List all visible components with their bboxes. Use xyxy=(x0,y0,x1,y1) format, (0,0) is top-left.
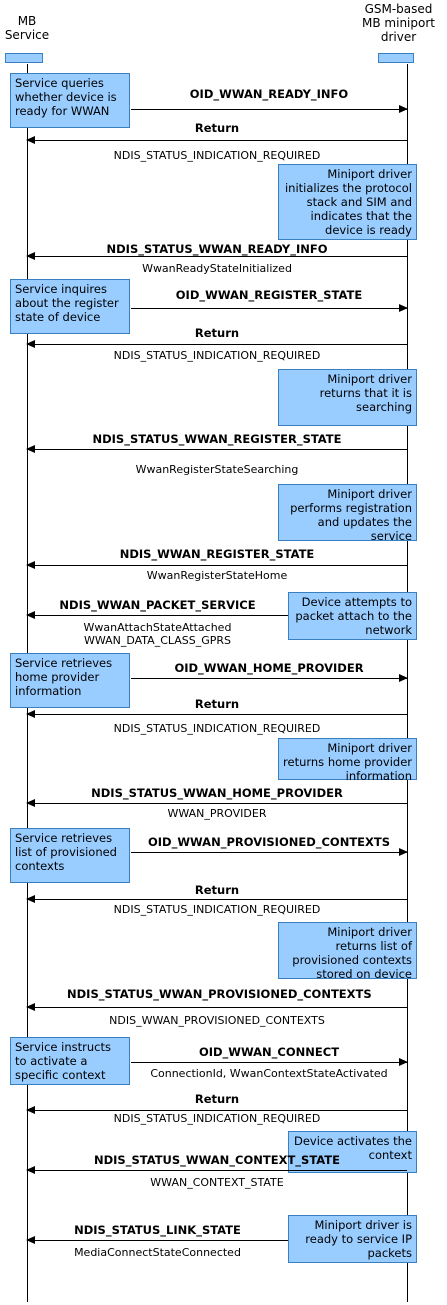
message-sub-7: WwanRegisterStateHome xyxy=(146,569,288,582)
message-arrow-14 xyxy=(26,1003,407,1011)
message-arrow-18 xyxy=(26,1236,288,1244)
message-sub-5: NDIS_STATUS_INDICATION_REQUIRED xyxy=(113,349,321,362)
note-13: Miniport driver is ready to service IP p… xyxy=(288,1215,417,1263)
note-5: Miniport driver performs registration an… xyxy=(278,484,417,543)
message-sub-14: NDIS_WWAN_PROVISIONED_CONTEXTS xyxy=(109,1014,325,1027)
message-sub-6: WwanRegisterStateSearching xyxy=(135,463,299,476)
message-arrow-8 xyxy=(26,611,288,619)
message-sub-13: NDIS_STATUS_INDICATION_REQUIRED xyxy=(113,903,321,916)
message-arrow-9 xyxy=(131,674,408,682)
message-arrow-2 xyxy=(26,136,407,144)
message-arrow-16 xyxy=(26,1106,407,1114)
message-sub-18: MediaConnectStateConnected xyxy=(74,1246,241,1259)
message-label-5: Return xyxy=(194,326,240,340)
message-label-2: Return xyxy=(194,121,240,135)
message-sub-15: ConnectionId, WwanContextStateActivated xyxy=(150,1067,388,1080)
note-7: Service retrieves home provider informat… xyxy=(10,653,130,708)
note-10: Miniport driver returns list of provisio… xyxy=(278,922,417,981)
message-arrow-5 xyxy=(26,340,407,348)
message-label-9: OID_WWAN_HOME_PROVIDER xyxy=(174,661,364,675)
note-8: Miniport driver returns home provider in… xyxy=(278,738,417,783)
message-label-15: OID_WWAN_CONNECT xyxy=(198,1045,340,1059)
note-1: Service queries whether device is ready … xyxy=(10,73,130,128)
message-sub-11: WWAN_PROVIDER xyxy=(167,807,267,820)
message-label-14: NDIS_STATUS_WWAN_PROVISIONED_CONTEXTS xyxy=(67,987,372,1001)
message-sub-17: WWAN_CONTEXT_STATE xyxy=(150,1176,284,1189)
message-arrow-12 xyxy=(131,848,408,856)
message-sub-16: NDIS_STATUS_INDICATION_REQUIRED xyxy=(113,1112,321,1125)
message-label-10: Return xyxy=(194,697,240,711)
message-arrow-13 xyxy=(26,895,407,903)
message-sub-3: WwanReadyStateInitialized xyxy=(142,262,292,275)
message-arrow-4 xyxy=(131,304,408,312)
message-arrow-7 xyxy=(26,561,407,569)
message-arrow-15 xyxy=(131,1058,408,1066)
message-sub-10: NDIS_STATUS_INDICATION_REQUIRED xyxy=(113,722,321,735)
note-9: Service retrieves list of provisioned co… xyxy=(10,828,130,883)
message-arrow-1 xyxy=(131,105,408,113)
note-11: Service instructs to activate a specific… xyxy=(10,1037,130,1085)
message-arrow-6 xyxy=(26,445,407,453)
note-6: Device attempts to packet attach to the … xyxy=(288,592,417,640)
message-label-1: OID_WWAN_READY_INFO xyxy=(189,87,349,101)
message-arrow-3 xyxy=(26,252,407,260)
message-label-3: NDIS_STATUS_WWAN_READY_INFO xyxy=(106,242,328,256)
note-4: Miniport driver returns that it is searc… xyxy=(278,369,417,426)
message-arrow-11 xyxy=(26,799,407,807)
lifeline-right xyxy=(407,64,408,1302)
message-label-13: Return xyxy=(194,883,240,897)
participant-right-box xyxy=(378,53,414,63)
note-3: Service inquires about the register stat… xyxy=(10,279,130,334)
message-label-11: NDIS_STATUS_WWAN_HOME_PROVIDER xyxy=(91,786,343,800)
message-label-7: NDIS_WWAN_REGISTER_STATE xyxy=(119,547,315,561)
message-arrow-17 xyxy=(26,1166,407,1174)
note-12: Device activates the context xyxy=(288,1131,417,1173)
message-label-4: OID_WWAN_REGISTER_STATE xyxy=(175,288,363,302)
message-arrow-10 xyxy=(26,710,407,718)
message-label-8: NDIS_WWAN_PACKET_SERVICE xyxy=(59,598,256,612)
message-label-17: NDIS_STATUS_WWAN_CONTEXT_STATE xyxy=(93,1153,340,1167)
message-label-6: NDIS_STATUS_WWAN_REGISTER_STATE xyxy=(92,432,342,446)
message-label-12: OID_WWAN_PROVISIONED_CONTEXTS xyxy=(147,835,391,849)
note-2: Miniport driver initializes the protocol… xyxy=(278,164,417,240)
message-sub-2: NDIS_STATUS_INDICATION_REQUIRED xyxy=(113,149,321,162)
participant-left-box xyxy=(5,53,43,63)
message-label-16: Return xyxy=(194,1092,240,1106)
message-label-18: NDIS_STATUS_LINK_STATE xyxy=(74,1223,241,1237)
